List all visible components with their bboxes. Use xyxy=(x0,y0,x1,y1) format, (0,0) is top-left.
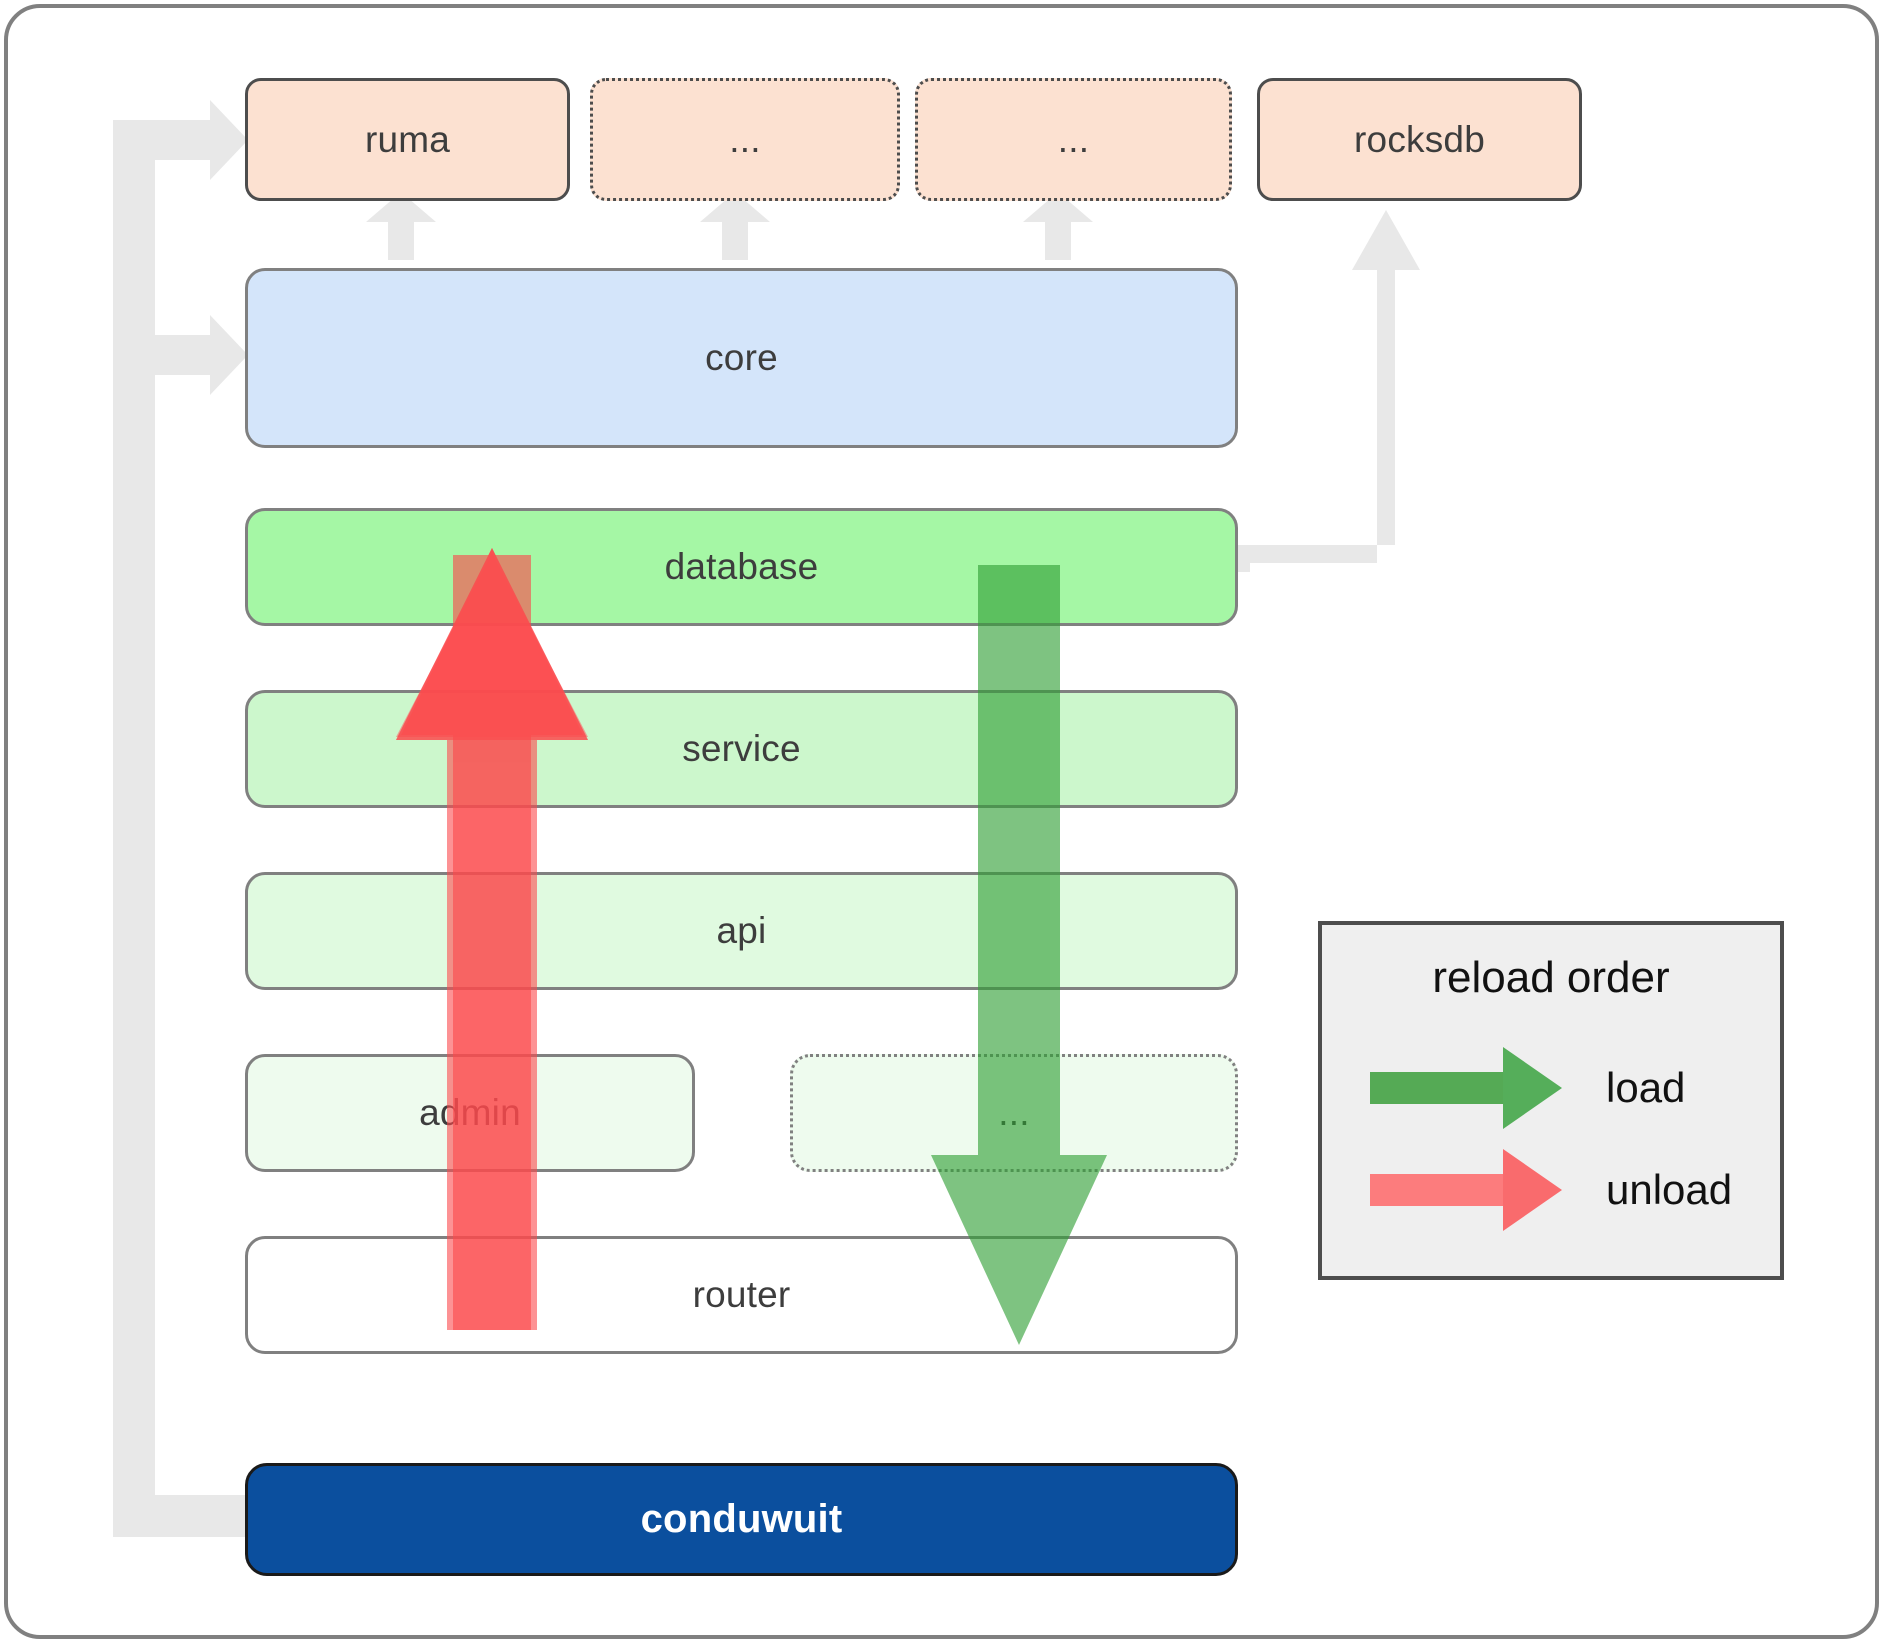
layer-box-database-label: database xyxy=(664,546,819,587)
legend-row-load: load xyxy=(1322,1045,1780,1131)
layer-box-api[interactable]: api xyxy=(245,872,1238,990)
layer-box-core-label: core xyxy=(705,337,778,378)
diagram-frame xyxy=(4,4,1879,1639)
load-arrow-swatch xyxy=(1366,1045,1562,1131)
legend-label-load: load xyxy=(1606,1064,1686,1111)
layer-box-router[interactable]: router xyxy=(245,1236,1238,1354)
layer-box-service-label: service xyxy=(682,728,801,769)
layer-box-admin[interactable]: admin xyxy=(245,1054,695,1172)
layer-box-router-label: router xyxy=(692,1274,791,1315)
layer-box-database[interactable]: database xyxy=(245,508,1238,626)
app-box-conduwuit-label: conduwuit xyxy=(640,1497,843,1541)
dep-box-dep2[interactable]: ... xyxy=(590,78,900,201)
dep-box-ruma-label: ruma xyxy=(364,118,451,160)
layer-box-api-label: api xyxy=(716,910,767,951)
dep-box-dep2-label: ... xyxy=(729,118,761,160)
dep-box-dep3-label: ... xyxy=(1057,118,1090,160)
legend-panel: reload order load xyxy=(1318,921,1784,1280)
layer-box-extra-label: ... xyxy=(998,1092,1030,1133)
legend-label-unload: unload xyxy=(1606,1166,1733,1213)
dep-box-rocksdb-label: rocksdb xyxy=(1354,118,1485,160)
unload-arrow-swatch xyxy=(1366,1147,1562,1233)
layer-box-extra[interactable]: ... xyxy=(790,1054,1238,1172)
dep-box-ruma[interactable]: ruma xyxy=(245,78,570,201)
app-box-conduwuit[interactable]: conduwuit xyxy=(245,1463,1238,1576)
layer-box-service[interactable]: service xyxy=(245,690,1238,808)
dep-box-dep3[interactable]: ... xyxy=(915,78,1232,201)
legend-title: reload order xyxy=(1432,953,1670,1002)
dep-box-rocksdb[interactable]: rocksdb xyxy=(1257,78,1582,201)
layer-box-core[interactable]: core xyxy=(245,268,1238,448)
layer-box-admin-label: admin xyxy=(419,1092,521,1133)
legend-row-unload: unload xyxy=(1322,1147,1780,1233)
